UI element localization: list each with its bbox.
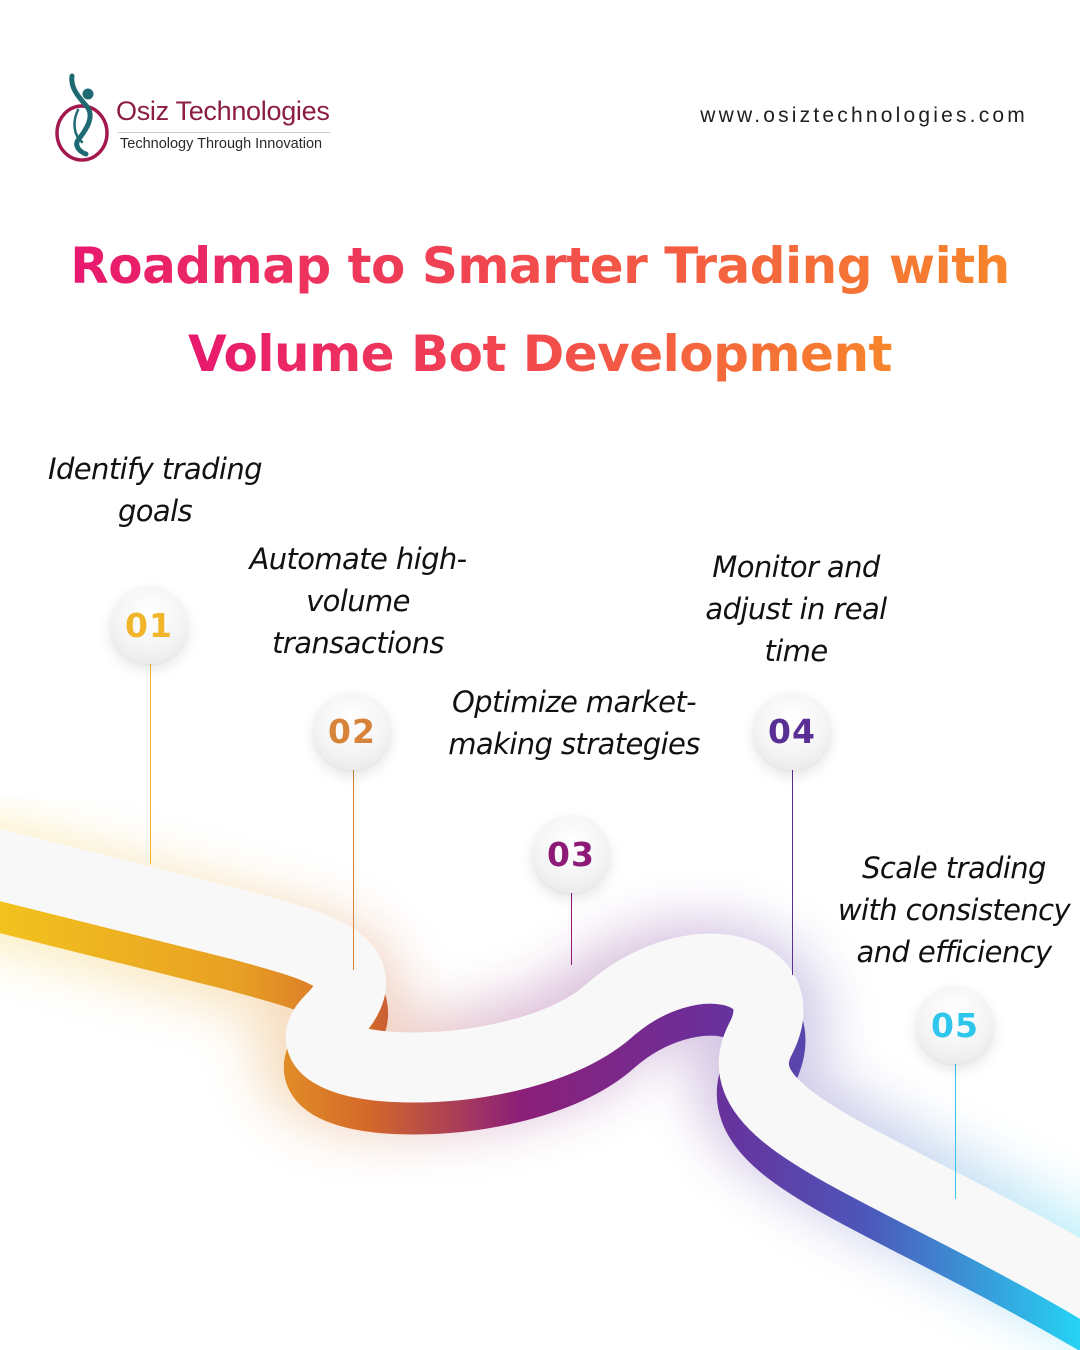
- brand-logo[interactable]: Osiz Technologies Technology Through Inn…: [52, 70, 352, 170]
- step-5-number: 05: [931, 1005, 979, 1045]
- road-top: [0, 828, 1080, 1319]
- tagline-divider: [118, 132, 330, 133]
- step-4-stem: [792, 770, 793, 975]
- brand-name: Osiz Technologies: [116, 96, 330, 126]
- step-3-number: 03: [547, 834, 595, 874]
- step-2-number: 02: [328, 711, 376, 751]
- step-5-label: Scale trading with consistency and effic…: [837, 851, 1071, 969]
- step-1-stem: [150, 664, 151, 864]
- page-title: Roadmap to Smarter Trading with Volume B…: [40, 222, 1040, 398]
- step-2-stem: [353, 770, 354, 970]
- step-4-label: Monitor and adjust in real time: [705, 550, 887, 668]
- step-1-badge[interactable]: 01: [110, 586, 188, 664]
- step-4-number: 04: [768, 711, 816, 751]
- step-5-badge[interactable]: 05: [916, 986, 994, 1064]
- step-3-badge[interactable]: 03: [532, 815, 610, 893]
- step-3-label: Optimize market-making strategies: [448, 685, 700, 761]
- osiz-logo-icon: [55, 73, 109, 162]
- step-2-label: Automate high-volume transactions: [249, 542, 467, 660]
- step-1-label: Identify trading goals: [48, 452, 263, 528]
- brand-tagline: Technology Through Innovation: [120, 136, 323, 152]
- website-url[interactable]: www.osiztechnologies.com: [700, 104, 1028, 127]
- step-1-number: 01: [125, 605, 173, 645]
- title-line-2: Volume Bot Development: [188, 325, 892, 383]
- title-line-1: Roadmap to Smarter Trading with: [70, 237, 1010, 295]
- step-5-stem: [955, 1064, 956, 1199]
- step-4-badge[interactable]: 04: [753, 692, 831, 770]
- step-2-badge[interactable]: 02: [313, 692, 391, 770]
- step-3-stem: [571, 893, 572, 965]
